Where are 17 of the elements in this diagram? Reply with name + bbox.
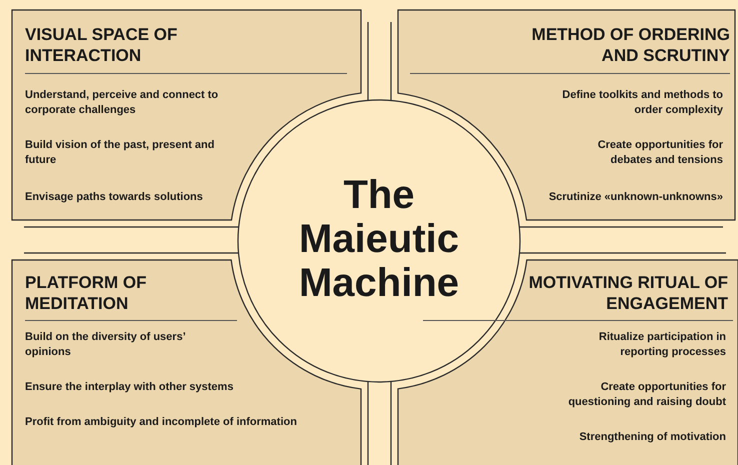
panel-heading: MOTIVATING RITUAL OF ENGAGEMENT <box>528 272 728 314</box>
circle-label: The Maieutic Machine <box>298 173 460 305</box>
panel-heading: VISUAL SPACE OF INTERACTION <box>25 24 178 66</box>
panel-heading: PLATFORM OF MEDITATION <box>25 272 148 314</box>
bullet-text: Ritualize participation in reporting processes <box>598 330 726 360</box>
bullet-text: Define toolkits and methods to order complexity <box>561 88 723 118</box>
panel-heading: METHOD OF ORDERING AND SCRUTINY <box>530 24 730 66</box>
bullet-text: Build on the diversity of users’ opinions <box>25 330 186 360</box>
bullet-text: Strengthening of motivation <box>578 430 726 445</box>
bullet-text: Profit from ambiguity and incomplete of information <box>25 415 298 430</box>
bullet-text: Ensure the interplay with other systems <box>25 380 234 395</box>
bullet-text: Create opportunities for debates and tensions <box>596 138 723 168</box>
bullet-text: Build vision of the past, present and future <box>25 138 216 168</box>
bullet-text: Create opportunities for questioning and raising doubt <box>567 380 726 410</box>
bullet-text: Understand, perceive and connect to corporate challenges <box>25 88 220 118</box>
bullet-text: Scrutinize «unknown-unknowns» <box>548 190 723 205</box>
bullet-text: Envisage paths towards solutions <box>25 190 204 205</box>
